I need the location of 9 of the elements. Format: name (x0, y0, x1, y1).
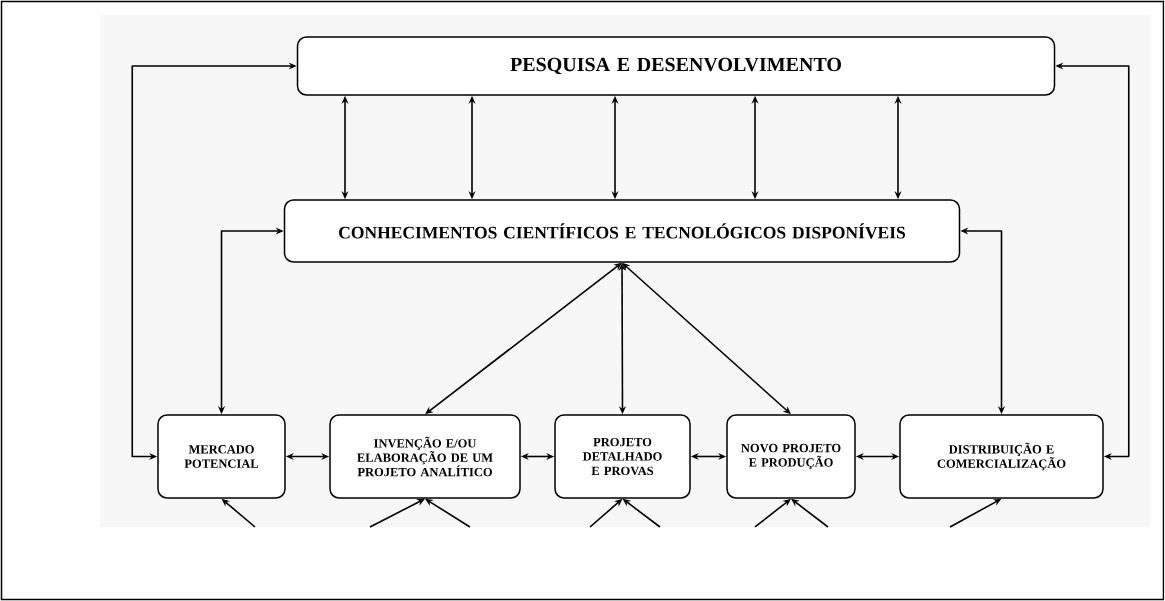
process-box: DISTRIBUIÇÃO E COMERCIALIZAÇÃO (899, 414, 1104, 499)
process-box: INVENÇÃO E/OU ELABORAÇÃO DE UM PROJETO ANALÍTICO (329, 414, 521, 499)
arrow (369, 498, 425, 528)
process-box: PROJETO DETALHADO E PROVAS (554, 414, 691, 499)
process-box: NOVO PROJETO E PRODUÇÃO (726, 414, 856, 499)
arrow (425, 498, 471, 528)
process-box: PESQUISA E DESENVOLVIMENTO (296, 36, 1056, 96)
process-box: CONHECIMENTOS CIENTÍFICOS E TECNOLÓGICOS DISPONÍVEIS (283, 199, 961, 263)
process-box: MERCADO POTENCIAL (157, 414, 286, 499)
